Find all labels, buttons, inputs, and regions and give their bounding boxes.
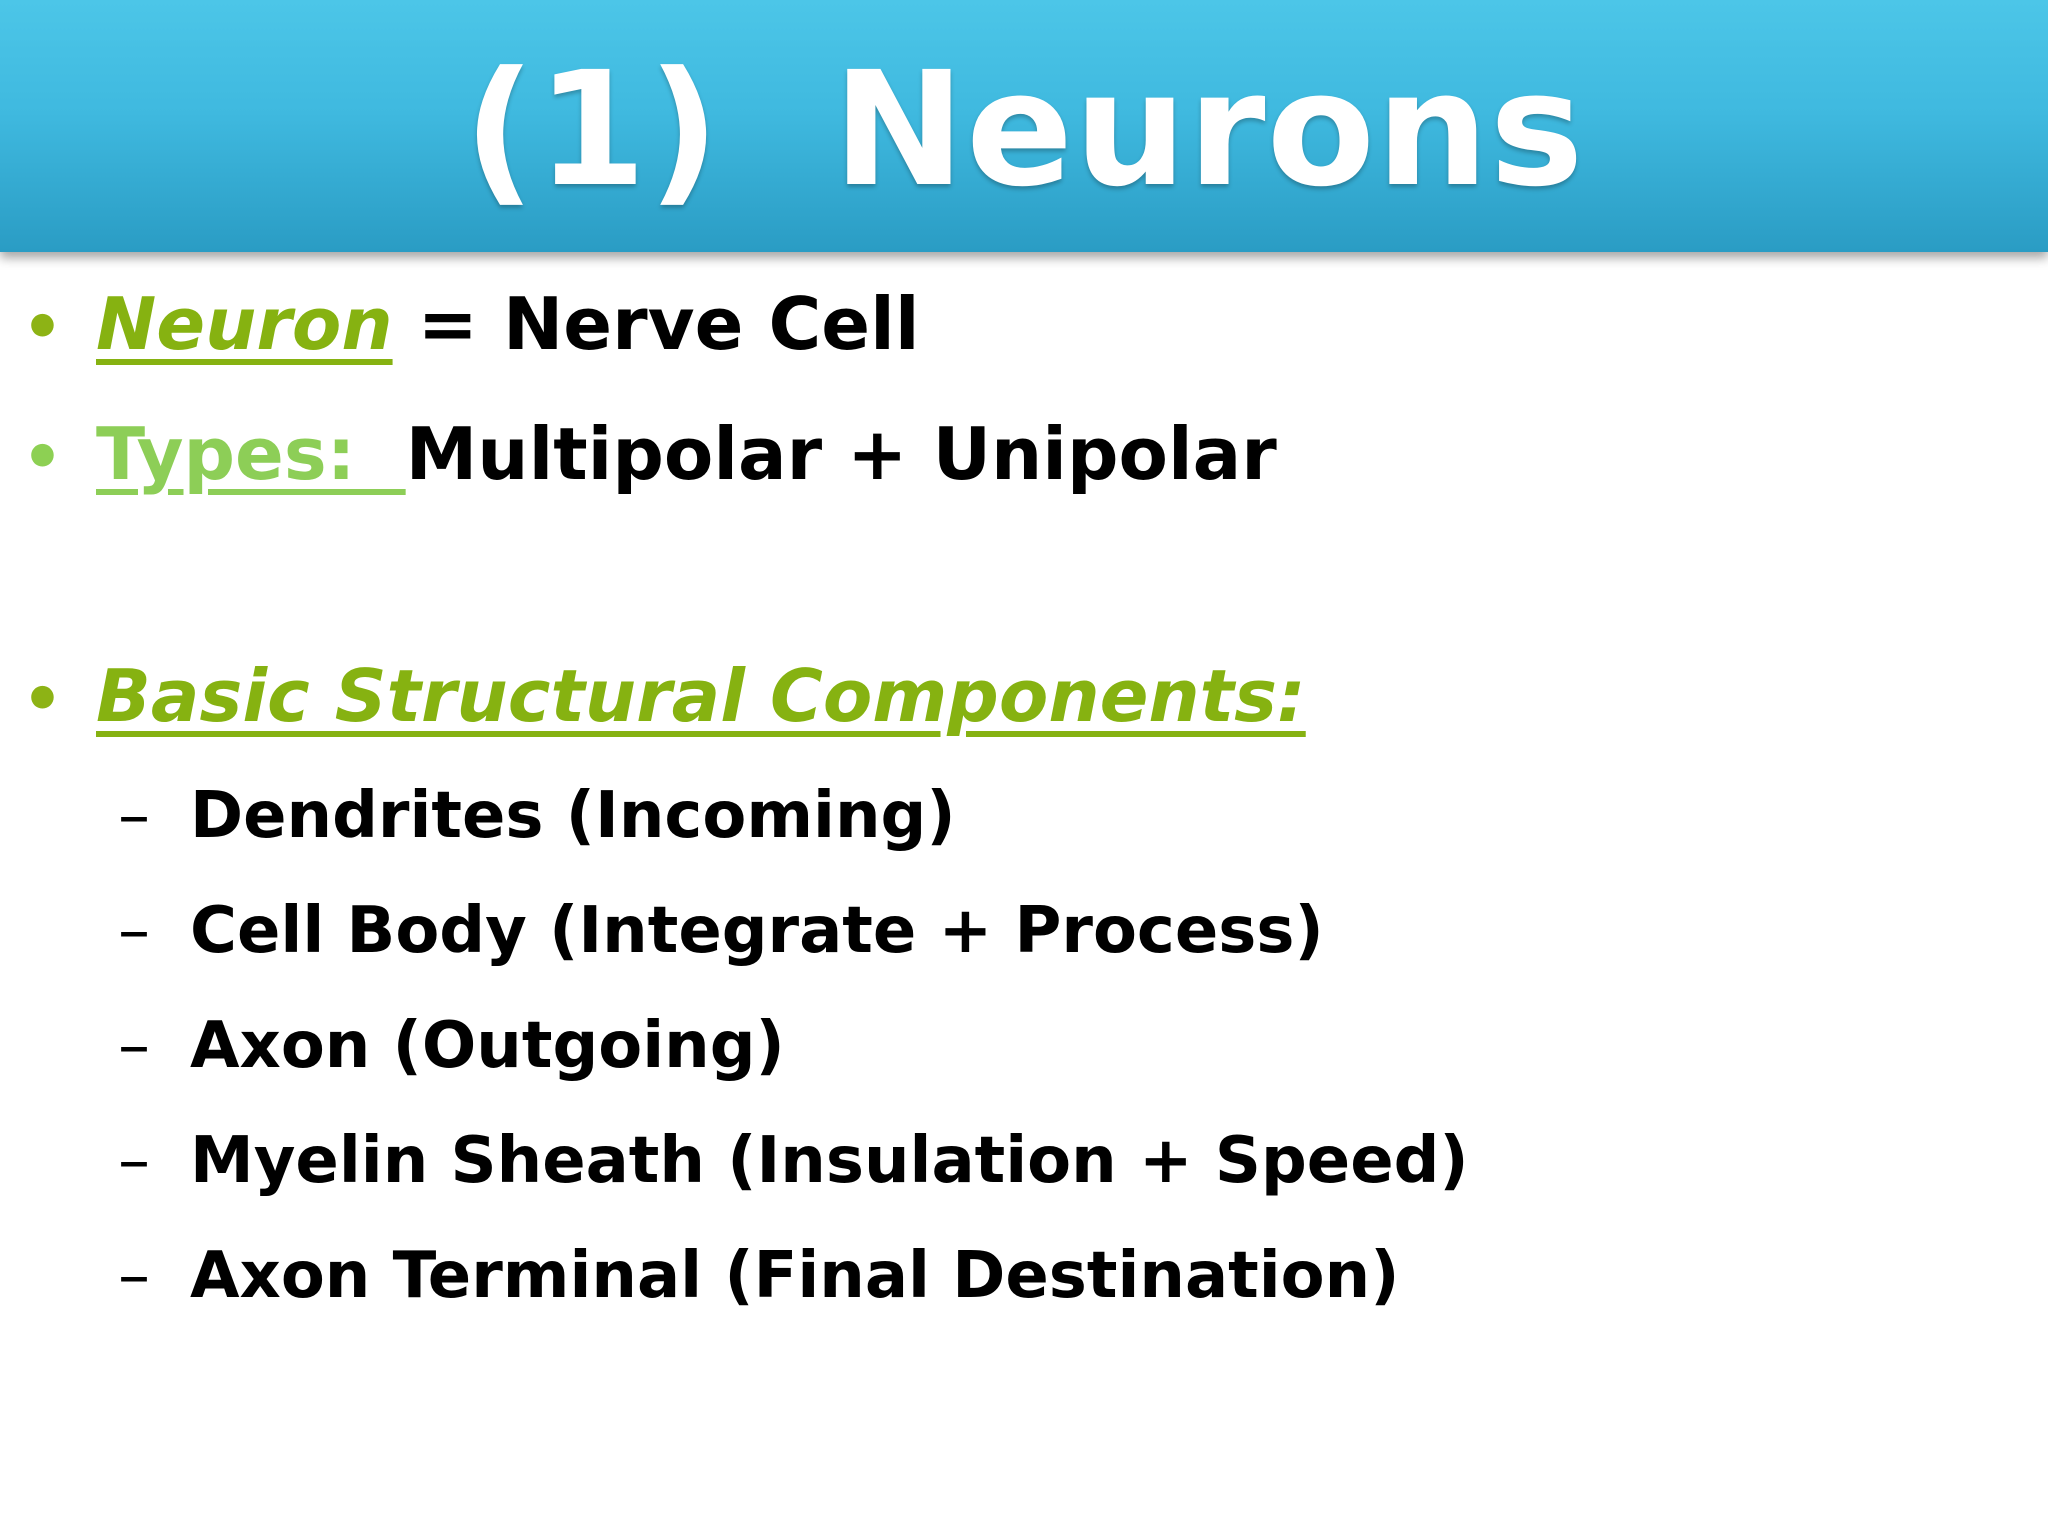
component-item: – Myelin Sheath (Insulation + Speed) [118,1129,1469,1193]
bullet-dot-icon: • [22,663,63,737]
term-neuron: Neuron [96,282,393,366]
component-item: – Axon (Outgoing) [118,1014,785,1078]
term-components: Basic Structural Components: [96,654,1306,738]
component-label: Dendrites (Incoming) [190,779,956,853]
bullet-dot-icon: • [22,421,63,495]
component-item: – Dendrites (Incoming) [118,784,956,848]
dash-icon: – [118,1239,150,1313]
component-label: Myelin Sheath (Insulation + Speed) [190,1124,1469,1198]
dash-icon: – [118,894,150,968]
component-label: Axon Terminal (Final Destination) [190,1239,1400,1313]
component-label: Cell Body (Integrate + Process) [190,894,1324,968]
dash-icon: – [118,1009,150,1083]
definition-types: Multipolar + Unipolar [405,412,1277,496]
term-types: Types: [96,412,406,496]
bullet-neuron: • Neuron = Nerve Cell [22,288,920,360]
slide-title: (1) Neurons [463,38,1585,222]
title-bar: (1) Neurons [0,0,2048,252]
definition-neuron: = Nerve Cell [392,282,920,366]
bullet-dot-icon: • [22,291,63,365]
bullet-types: • Types: Multipolar + Unipolar [22,418,1277,490]
bullet-components: • Basic Structural Components: [22,660,1306,732]
component-item: – Cell Body (Integrate + Process) [118,899,1324,963]
dash-icon: – [118,779,150,853]
component-label: Axon (Outgoing) [190,1009,785,1083]
component-item: – Axon Terminal (Final Destination) [118,1244,1399,1308]
dash-icon: – [118,1124,150,1198]
